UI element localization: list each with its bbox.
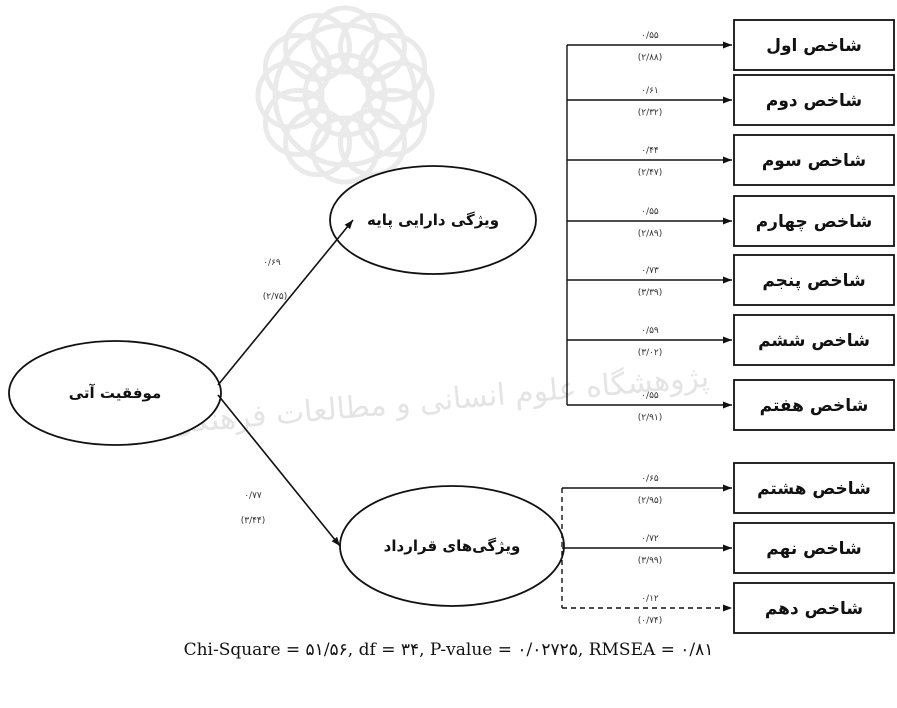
indicator-node: شاخص هشتم ۰/۶۵ (۲/۹۵) bbox=[562, 462, 895, 514]
indicator-label: شاخص اول bbox=[766, 36, 862, 56]
indicator-node: شاخص هفتم ۰/۵۵ (۲/۹۱) bbox=[567, 379, 895, 431]
path-root-to-a bbox=[217, 219, 354, 386]
indicator-label: شاخص دهم bbox=[765, 599, 863, 619]
latent-a-node: ویژگی دارایی پایه bbox=[329, 165, 537, 275]
indicator-coef: ۰/۵۵ bbox=[641, 31, 659, 41]
indicator-label: شاخص دوم bbox=[766, 91, 862, 111]
indicator-node: شاخص نهم ۰/۷۲ (۳/۹۹) bbox=[562, 522, 895, 574]
latent-root-label: موفقیت آتی bbox=[69, 384, 161, 402]
indicator-box bbox=[733, 379, 895, 431]
indicator-coef: ۰/۵۵ bbox=[641, 207, 659, 217]
indicator-node: شاخص پنجم ۰/۷۳ (۳/۳۹) bbox=[567, 254, 895, 306]
watermark-logo bbox=[255, 5, 435, 185]
indicator-coef: ۰/۴۴ bbox=[641, 146, 659, 156]
indicator-label: شاخص هفتم bbox=[760, 396, 869, 416]
latent-b-label: ویژگی‌های قرارداد bbox=[384, 537, 521, 555]
latent-root-node: موفقیت آتی bbox=[8, 340, 222, 446]
indicator-coef: ۰/۷۲ bbox=[641, 534, 659, 544]
indicator-node: شاخص دوم ۰/۶۱ (۲/۳۲) bbox=[567, 74, 895, 126]
t-root-to-b: (۳/۴۴) bbox=[241, 516, 266, 526]
indicator-node: شاخص اول ۰/۵۵ (۲/۸۸) bbox=[567, 19, 895, 71]
indicator-label: شاخص نهم bbox=[766, 539, 861, 559]
indicator-box bbox=[733, 254, 895, 306]
coef-root-to-a: ۰/۶۹ bbox=[263, 258, 281, 268]
indicator-tvalue: (۰/۷۴) bbox=[638, 616, 663, 626]
indicator-label: شاخص سوم bbox=[762, 151, 866, 171]
indicator-label: شاخص هشتم bbox=[757, 479, 871, 499]
t-root-to-a: (۲/۷۵) bbox=[263, 292, 288, 302]
latent-b-node: ویژگی‌های قرارداد bbox=[339, 485, 565, 607]
latent-a-label: ویژگی دارایی پایه bbox=[367, 211, 499, 230]
indicator-coef: ۰/۶۵ bbox=[641, 474, 659, 484]
indicator-coef: ۰/۵۵ bbox=[641, 391, 659, 401]
indicator-box bbox=[733, 74, 895, 126]
indicator-node: شاخص سوم ۰/۴۴ (۲/۴۷) bbox=[567, 134, 895, 186]
indicator-tvalue: (۲/۳۲) bbox=[638, 108, 663, 118]
indicator-tvalue: (۲/۸۹) bbox=[638, 229, 663, 239]
indicator-coef: ۰/۷۳ bbox=[641, 266, 659, 276]
indicator-label: شاخص ششم bbox=[758, 331, 870, 351]
indicator-box bbox=[733, 462, 895, 514]
indicator-tvalue: (۲/۹۵) bbox=[638, 496, 663, 506]
indicator-tvalue: (۲/۸۸) bbox=[638, 53, 663, 63]
indicator-tvalue: (۲/۴۷) bbox=[638, 168, 663, 178]
indicator-tvalue: (۳/۹۹) bbox=[638, 556, 663, 566]
indicator-coef: ۰/۱۲ bbox=[641, 594, 659, 604]
indicator-box bbox=[733, 314, 895, 366]
indicator-box bbox=[733, 582, 895, 634]
indicator-box bbox=[733, 195, 895, 247]
coef-root-to-b: ۰/۷۷ bbox=[244, 491, 262, 501]
indicator-box bbox=[733, 19, 895, 71]
indicator-box bbox=[733, 134, 895, 186]
indicator-tvalue: (۳/۰۲) bbox=[638, 348, 663, 358]
indicator-node: شاخص چهارم ۰/۵۵ (۲/۸۹) bbox=[567, 195, 895, 247]
indicator-node: شاخص ششم ۰/۵۹ (۳/۰۲) bbox=[567, 314, 895, 366]
indicator-coef: ۰/۵۹ bbox=[641, 326, 659, 336]
indicator-tvalue: (۲/۹۱) bbox=[638, 413, 663, 423]
model-fit-statistics: Chi-Square = ۵۱/۵۶, df = ۳۴, P-value = ۰… bbox=[183, 640, 714, 660]
indicator-box bbox=[733, 522, 895, 574]
watermark-text: پژوهشگاه علوم انسانی و مطالعات فرهنگی bbox=[168, 360, 711, 442]
indicator-node: شاخص دهم ۰/۱۲ (۰/۷۴) bbox=[562, 582, 895, 634]
indicator-coef: ۰/۶۱ bbox=[641, 86, 659, 96]
indicator-label: شاخص پنجم bbox=[762, 271, 865, 291]
indicator-tvalue: (۳/۳۹) bbox=[638, 288, 663, 298]
indicator-label: شاخص چهارم bbox=[756, 212, 873, 232]
path-root-to-b bbox=[217, 394, 341, 547]
